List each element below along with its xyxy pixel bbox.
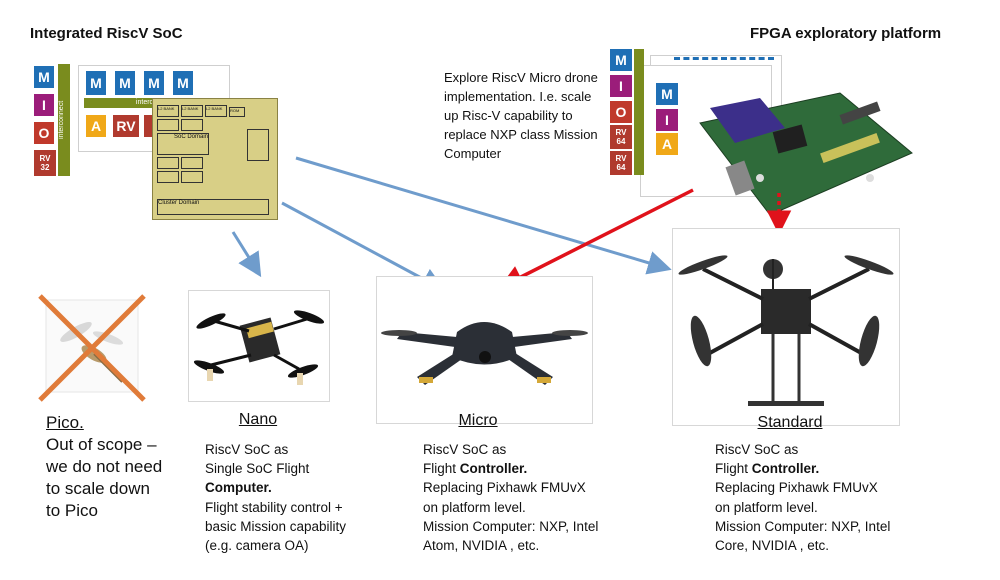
soc-chip-die: L2 BANK L2 BANK L2 BANK ROM SoC Domain C… [152, 98, 278, 220]
pico-desc-line-4: to Pico [46, 501, 98, 520]
standard-desc-controller: Controller. [751, 461, 820, 476]
chip-rom: ROM [229, 107, 245, 117]
pico-image [36, 292, 148, 404]
nano-label: Nano [238, 411, 278, 428]
fpga-a-block: A [656, 133, 678, 155]
chip-cluster-domain: Cluster Domain [157, 199, 269, 215]
soc-cluster-m-block-2: M [115, 71, 135, 95]
title-fpga-platform: FPGA exploratory platform [750, 25, 942, 42]
fpga-interconnect-bar [634, 49, 644, 175]
chip-bank-5 [181, 119, 203, 131]
soc-block-diagram: M M M M interconnect A RV M I O RV 32 in… [28, 60, 288, 220]
fpga-m-block: M [610, 49, 632, 71]
fpga-m-block-2: M [656, 83, 678, 105]
pico-desc-line-2: we do not need [46, 457, 163, 476]
micro-drone-photo [376, 276, 593, 424]
arrow-to-standard [295, 156, 672, 275]
arrow-to-nano [231, 231, 262, 278]
micro-desc-line-2: Flight Controller. [423, 459, 527, 479]
red-arrow-to-micro [498, 188, 694, 289]
soc-cluster-m-block-1: M [86, 71, 106, 95]
nano-drone-photo [188, 290, 330, 402]
nano-desc-line-5: basic Mission capability [205, 519, 347, 534]
standard-desc-line-4: on platform level. [715, 500, 818, 515]
soc-i-block: I [34, 94, 54, 116]
micro-desc-flight: Flight [423, 461, 460, 476]
fpga-i-block: I [610, 75, 632, 97]
standard-desc-flight: Flight [715, 461, 752, 476]
chip-bank-6 [157, 157, 179, 169]
fpga-i-block-2: I [656, 109, 678, 131]
micro-desc-line-5: Mission Computer: NXP, Intel [423, 519, 599, 534]
soc-a-block: A [86, 115, 106, 137]
chip-bank-2: L2 BANK [181, 105, 203, 117]
soc-cluster-m-block-3: M [144, 71, 164, 95]
explore-description: Explore RiscV Micro drone implementation… [444, 70, 598, 161]
standard-desc-line-3: Replacing Pixhawk FMUvX [715, 480, 878, 495]
soc-rv-block: RV [113, 115, 139, 137]
soc-o-block: O [34, 122, 54, 144]
fpga-board-photo [690, 83, 915, 223]
micro-label: Micro [458, 412, 498, 429]
fpga-m-row-back [674, 57, 774, 74]
soc-rv-block-2 [144, 115, 154, 137]
chip-bank-1: L2 BANK [157, 105, 179, 117]
micro-desc-line-3: Replacing Pixhawk FMUvX [423, 480, 586, 495]
micro-desc-line-1: RiscV SoC as [423, 442, 507, 457]
chip-bank-9 [181, 171, 203, 183]
pico-desc-line-1: Out of scope – [46, 435, 157, 454]
standard-desc-line-2: Flight Controller. [715, 459, 819, 479]
pico-desc-line-3: to scale down [46, 479, 150, 498]
nano-desc-line-4: Flight stability control + [205, 500, 343, 515]
nano-desc-line-2: Single SoC Flight [205, 461, 310, 476]
fpga-o-block: O [610, 101, 632, 123]
micro-desc-line-6: Atom, NVIDIA , etc. [423, 538, 540, 553]
nano-desc-line-3: Computer. [205, 480, 272, 495]
standard-desc-line-1: RiscV SoC as [715, 442, 799, 457]
fpga-rv64-block-1: RV 64 [610, 125, 632, 149]
chip-bank-8 [157, 171, 179, 183]
nano-desc-line-6: (e.g. camera OA) [205, 538, 309, 553]
standard-desc-line-5: Mission Computer: NXP, Intel [715, 519, 891, 534]
chip-bank-7 [181, 157, 203, 169]
title-integrated-soc: Integrated RiscV SoC [30, 25, 183, 42]
fpga-rv64-block-2: RV 64 [610, 151, 632, 175]
chip-bank-3: L2 BANK [205, 105, 227, 117]
nano-desc-line-1: RiscV SoC as [205, 442, 289, 457]
chip-block-right [247, 129, 269, 161]
micro-desc-line-4: on platform level. [423, 500, 526, 515]
chip-bank-4 [157, 119, 179, 131]
standard-desc-line-6: Core, NVIDIA , etc. [715, 538, 830, 553]
arrow-to-micro [281, 201, 446, 291]
soc-rv32-block: RV 32 [34, 150, 56, 176]
fpga-block-diagram: M I O RV 64 RV 64 M I A [610, 45, 920, 225]
soc-m-block: M [34, 66, 54, 88]
cross-line-2 [38, 294, 146, 402]
chip-soc-domain: SoC Domain [157, 133, 209, 155]
standard-drone-photo [672, 228, 900, 426]
soc-cluster-m-block-4: M [173, 71, 193, 95]
micro-desc-controller: Controller. [459, 461, 528, 476]
pico-label: Pico. [46, 413, 84, 432]
standard-label: Standard [757, 414, 823, 431]
